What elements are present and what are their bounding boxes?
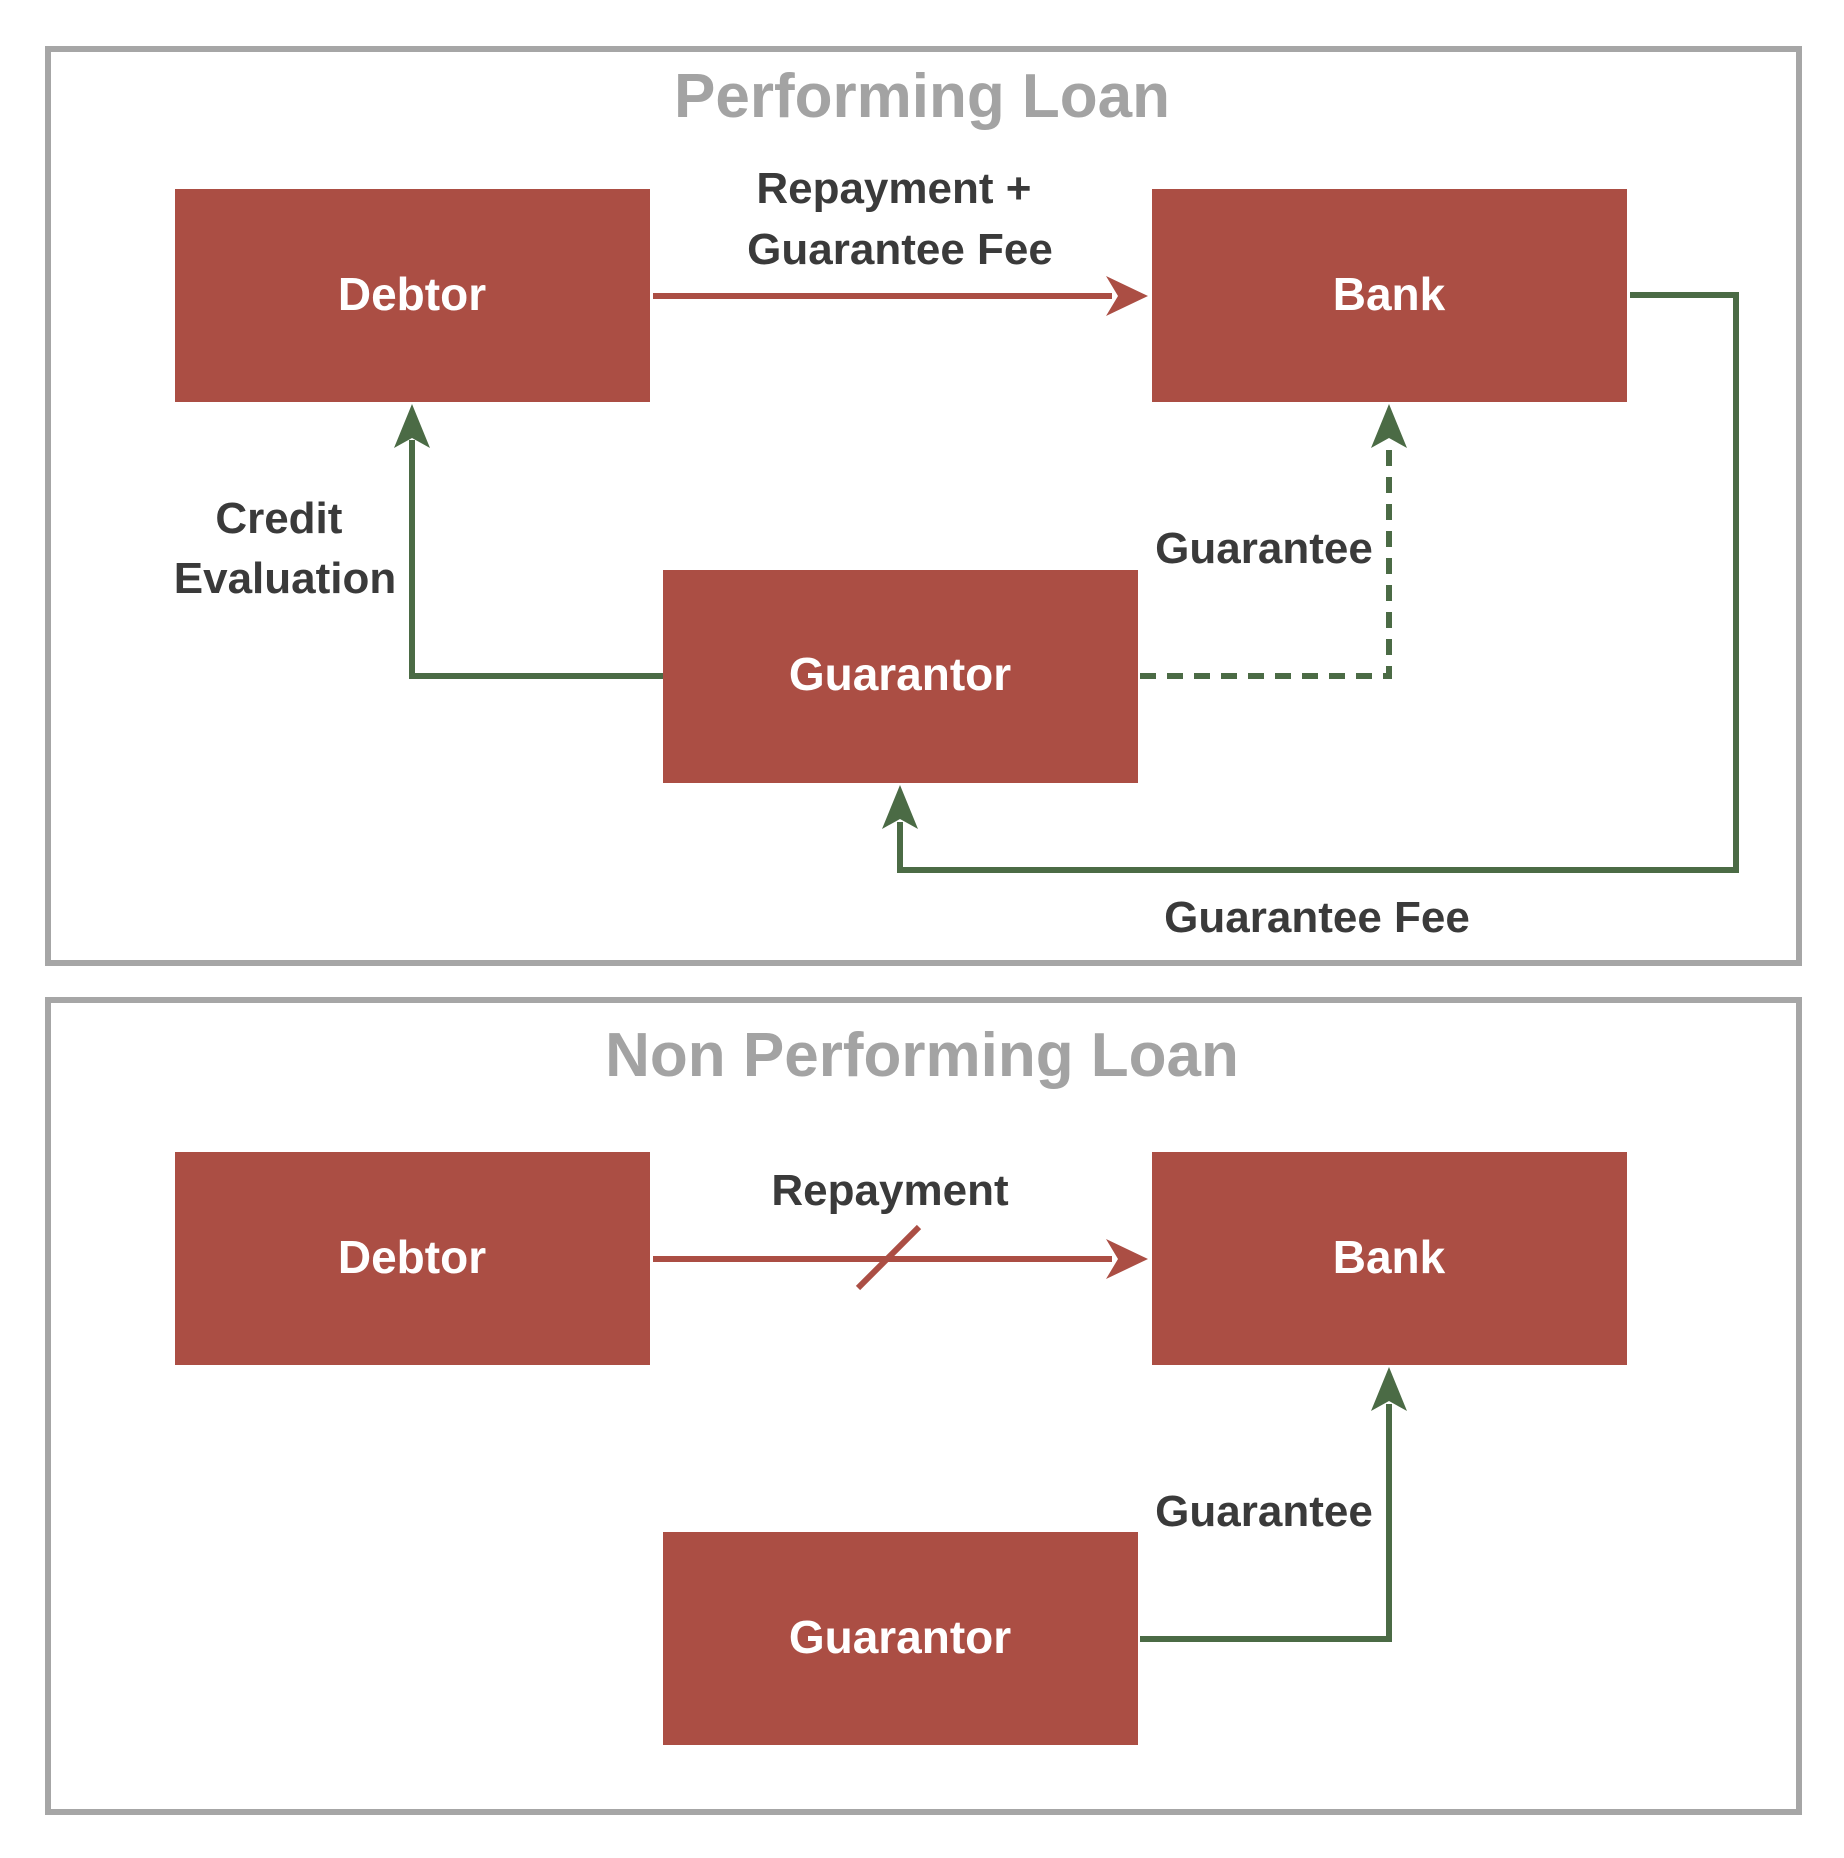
debtor-box	[175, 189, 650, 402]
guarantee-fee-label: Guarantee Fee	[1164, 893, 1470, 942]
bank-node: Bank	[1152, 1152, 1627, 1365]
guarantor-box	[663, 1532, 1138, 1745]
repayment-arrow: Repayment	[653, 1166, 1148, 1291]
guarantee-label: Guarantee	[1155, 524, 1373, 573]
non-performing-loan-panel: Non Performing Loan Debtor Bank Guaranto…	[45, 997, 1802, 1815]
repayment-strike-mark	[855, 1224, 922, 1291]
guarantee-fee-arrowhead	[882, 785, 918, 829]
debtor-box	[175, 1152, 650, 1365]
guarantee-dashed-line	[1140, 440, 1392, 679]
guarantor-node: Guarantor	[663, 1532, 1138, 1745]
bank-label: Bank	[1333, 1231, 1446, 1283]
guarantee-label: Guarantee	[1155, 1487, 1373, 1536]
bank-box	[1152, 189, 1627, 402]
guarantor-box	[663, 570, 1138, 783]
credit-evaluation-arrowhead	[394, 404, 430, 448]
debtor-label: Debtor	[338, 268, 486, 320]
debtor-label: Debtor	[338, 1231, 486, 1283]
guarantor-label: Guarantor	[789, 1611, 1011, 1663]
performing-loan-panel: Performing Loan Debtor Bank Guarantor Re…	[45, 46, 1802, 966]
guarantee-arrowhead	[1371, 1367, 1407, 1411]
bank-label: Bank	[1333, 268, 1446, 320]
bank-node: Bank	[1152, 189, 1627, 402]
repayment-arrow: Repayment + Guarantee Fee	[653, 164, 1148, 316]
guarantee-arrowhead	[1371, 404, 1407, 448]
repayment-label: Repayment	[771, 1166, 1009, 1215]
debtor-node: Debtor	[175, 1152, 650, 1365]
bank-box	[1152, 1152, 1627, 1365]
debtor-node: Debtor	[175, 189, 650, 402]
repayment-label: Repayment + Guarantee Fee	[747, 164, 1053, 274]
repayment-arrowhead	[1106, 276, 1148, 316]
guarantee-arrow: Guarantee	[1140, 404, 1407, 679]
guarantor-node: Guarantor	[663, 570, 1138, 783]
credit-evaluation-line	[409, 440, 663, 679]
guarantee-line	[1140, 1404, 1392, 1642]
credit-evaluation-label: Credit Evaluation	[174, 494, 397, 603]
repayment-arrowhead	[1106, 1239, 1148, 1279]
guarantee-arrow: Guarantee	[1140, 1367, 1407, 1642]
credit-evaluation-arrow: Credit Evaluation	[174, 404, 663, 679]
guarantee-fee-line	[897, 292, 1739, 873]
guarantee-fee-arrow: Guarantee Fee	[882, 292, 1739, 942]
performing-loan-title: Performing Loan	[674, 62, 1170, 131]
non-performing-loan-title: Non Performing Loan	[605, 1021, 1239, 1090]
guarantor-label: Guarantor	[789, 648, 1011, 700]
